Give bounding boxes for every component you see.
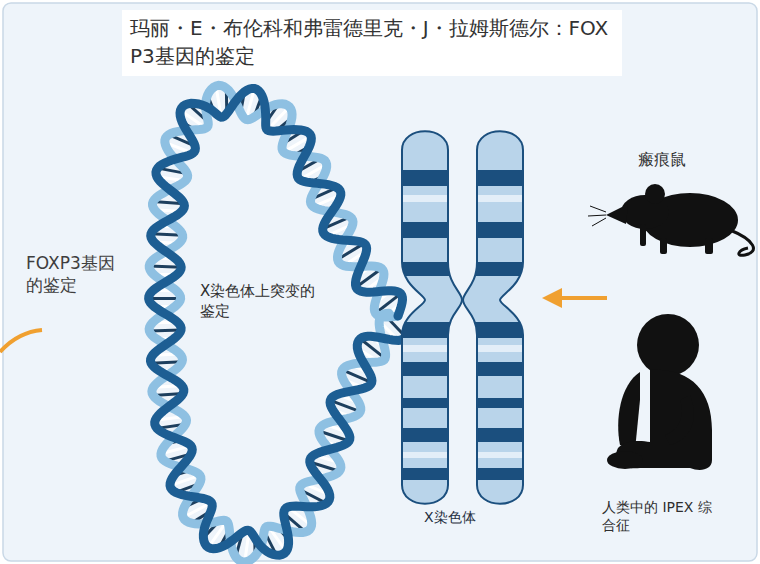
background-panel bbox=[3, 3, 757, 561]
chromosome-label: X染色体 bbox=[424, 508, 504, 526]
ipex-label: 人类中的 IPEX 综合征 bbox=[602, 498, 722, 534]
orange-arc bbox=[0, 330, 42, 352]
title: 玛丽・E・布伦科和弗雷德里克・J・拉姆斯德尔：FOXP3基因的鉴定 bbox=[130, 14, 618, 70]
foxp3-label: FOXP3基因的鉴定 bbox=[26, 252, 118, 296]
dna-helix bbox=[149, 85, 406, 562]
mouse-silhouette bbox=[588, 184, 753, 255]
title-panel bbox=[122, 10, 622, 76]
baby-silhouette bbox=[607, 314, 712, 470]
mouse-label: 瘢痕鼠 bbox=[638, 150, 718, 171]
helix-label: X染色体上突变的鉴定 bbox=[200, 282, 318, 321]
x-chromosome bbox=[395, 120, 535, 520]
orange-arrow bbox=[546, 296, 607, 300]
